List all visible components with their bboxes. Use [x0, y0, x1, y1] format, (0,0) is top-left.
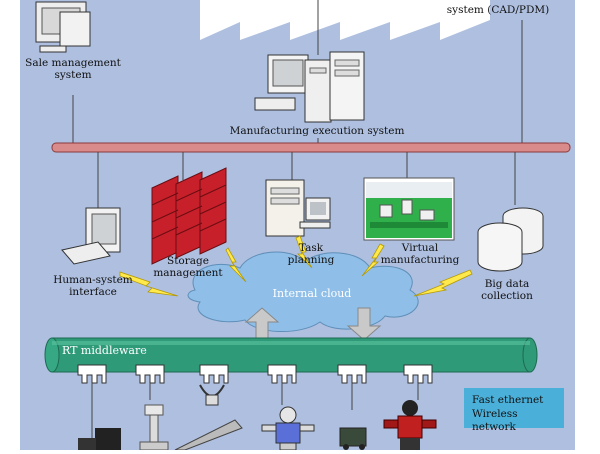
factory-network-bus: [51, 142, 571, 153]
up-arrow-icon: [244, 307, 280, 341]
sale-management-label: Sale management system: [25, 57, 121, 81]
down-arrow-icon: [346, 307, 382, 341]
network-wireless: Wireless network: [472, 408, 518, 433]
lightning-icon: [119, 235, 473, 297]
sale-computer-icon: [35, 1, 91, 53]
network-fast-ethernet: Fast ethernet: [472, 394, 544, 406]
hsi-computer-icon: [61, 207, 121, 265]
virtual-screen-icon: [363, 177, 455, 241]
middleware-ports: [77, 364, 433, 384]
storage-label: Storage management: [153, 255, 223, 279]
virtual-manufacturing-label: Virtual manufacturing: [380, 242, 460, 266]
task-planning-label: Task planning: [287, 242, 335, 266]
middleware-label: RT middleware: [62, 344, 147, 357]
robot-icon: [78, 384, 437, 451]
cad-pdm-label: system (CAD/PDM): [446, 4, 550, 16]
storage-rack-icon: [151, 167, 227, 265]
human-system-label: Human-system interface: [53, 274, 133, 298]
big-data-label: Big data collection: [481, 278, 533, 302]
database-icon: [477, 207, 544, 272]
network-box: Fast ethernet Wireless network: [464, 388, 564, 433]
task-server-icon: [265, 179, 331, 237]
mes-server-icon: [254, 51, 365, 123]
mes-label: Manufacturing execution system: [229, 125, 405, 137]
cloud-label: Internal cloud: [272, 287, 352, 300]
